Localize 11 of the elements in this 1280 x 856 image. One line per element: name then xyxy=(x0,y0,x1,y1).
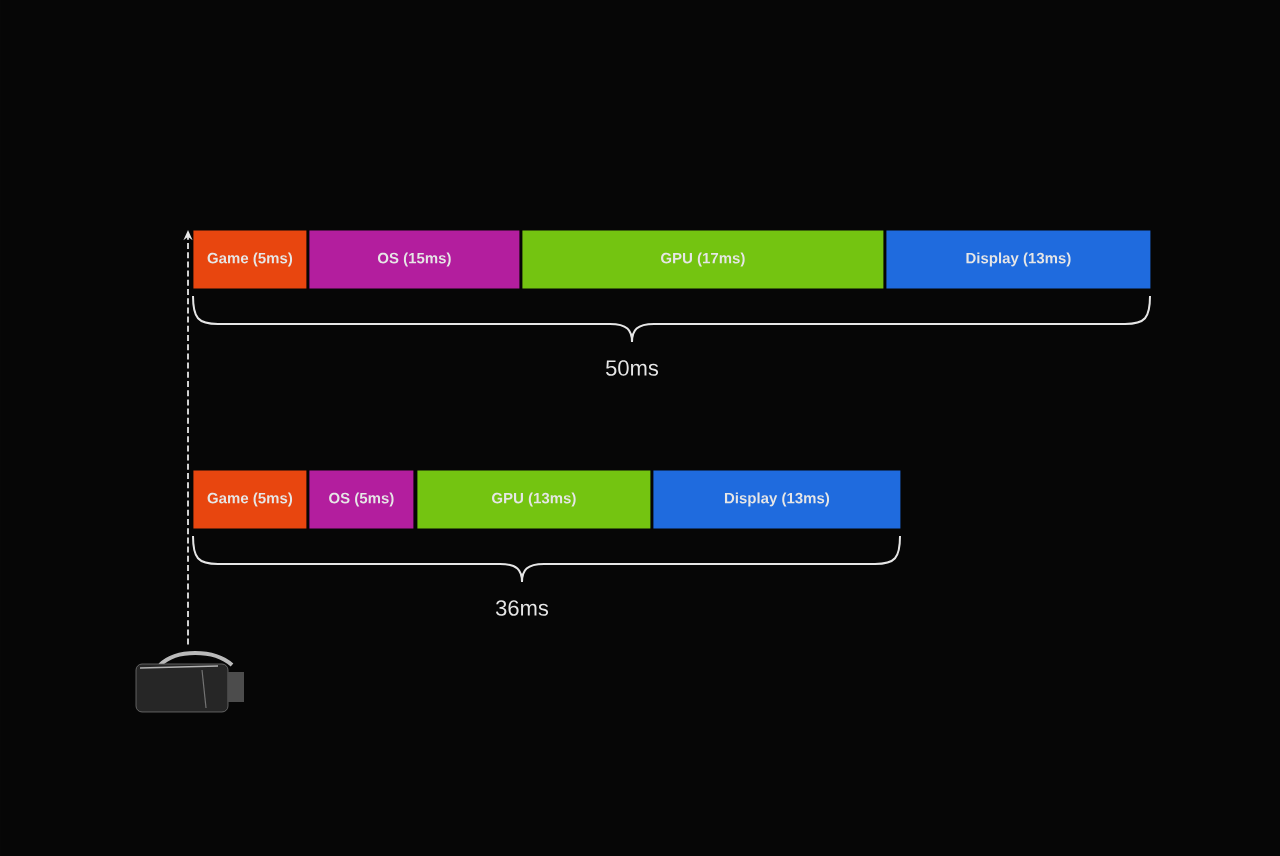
stage-bar: Display (13ms) xyxy=(886,230,1151,289)
stage-bar: OS (5ms) xyxy=(309,470,414,529)
stage-bar: Game (5ms) xyxy=(193,230,307,289)
duration-label: 50ms xyxy=(606,360,659,376)
headset-picture xyxy=(135,651,244,713)
stage-bar: GPU (13ms) xyxy=(417,470,651,529)
duration-label: 36ms xyxy=(495,600,549,616)
stage-bar: OS (15ms) xyxy=(309,230,520,289)
stage-bar: Display (13ms) xyxy=(653,470,901,529)
stage-bar: Game (5ms) xyxy=(193,470,307,529)
stage-bar: GPU (17ms) xyxy=(522,230,884,289)
